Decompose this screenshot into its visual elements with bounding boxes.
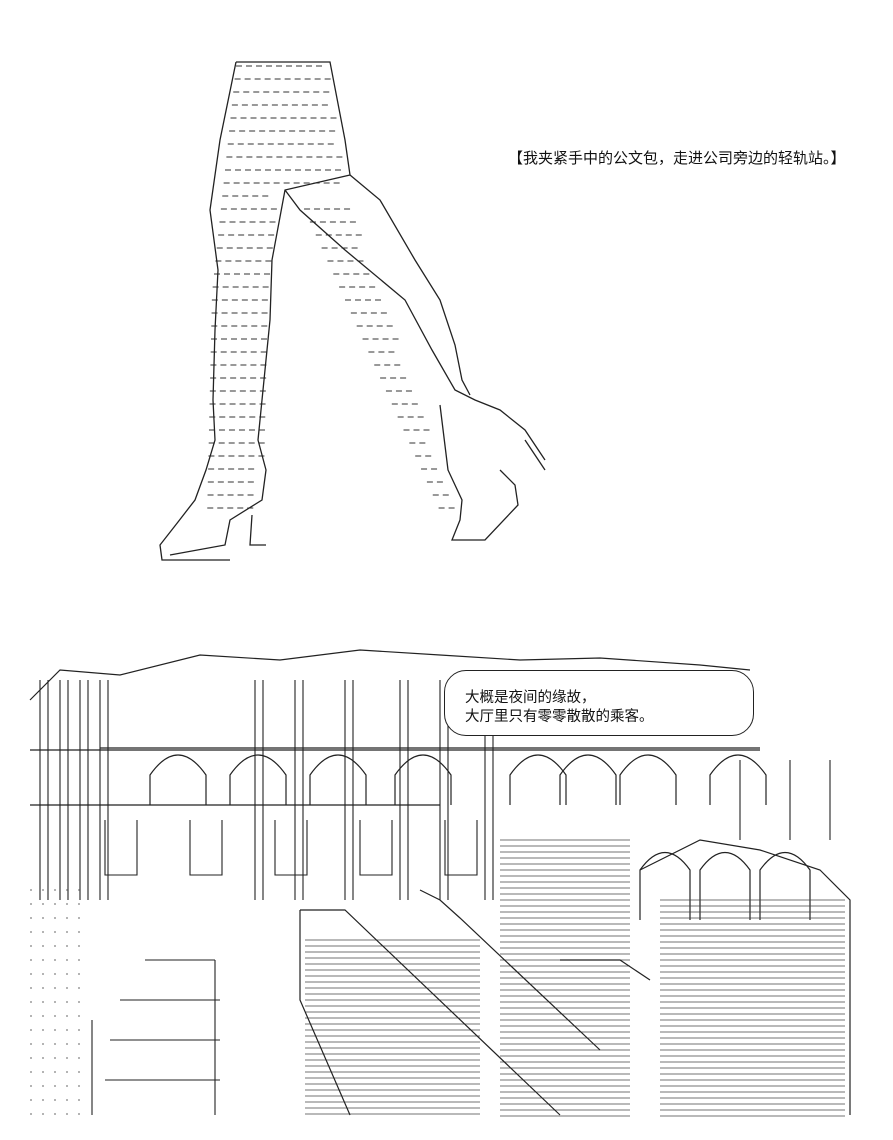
- window: [274, 820, 308, 876]
- legs-outline: [159, 61, 546, 561]
- arch: [639, 852, 691, 920]
- station-escalators: [299, 839, 851, 1116]
- station-windows: [104, 820, 478, 876]
- arch: [149, 754, 207, 805]
- window: [444, 820, 478, 876]
- arch: [229, 754, 287, 805]
- station-ceiling: [29, 649, 760, 806]
- arch: [394, 754, 452, 805]
- arch: [709, 754, 767, 805]
- speech-line-1: 大概是夜间的缘故，: [465, 690, 596, 706]
- arch: [759, 852, 811, 920]
- window: [104, 820, 138, 876]
- station-stairs-left: [91, 959, 220, 1115]
- arch: [509, 754, 567, 805]
- narration-caption: 【我夹紧手中的公文包，走进公司旁边的轻轨站。】: [508, 149, 846, 167]
- speech-line-2: 大厅里只有零零散散的乘客。: [465, 709, 654, 725]
- station-arches: [149, 754, 811, 920]
- station-pillars: [39, 680, 831, 900]
- station-floor-hatching: [30, 839, 845, 1117]
- arch: [619, 754, 677, 805]
- bottom-panel: 大概是夜间的缘故， 大厅里只有零零散散的乘客。: [0, 600, 893, 1140]
- arch: [699, 852, 751, 920]
- station-hall-illustration: [29, 649, 851, 1117]
- legs-illustration: [159, 61, 546, 561]
- top-panel: 【我夹紧手中的公文包，走进公司旁边的轻轨站。】: [159, 61, 846, 561]
- arch: [309, 754, 367, 805]
- window: [189, 820, 223, 876]
- legs-hatching: [207, 65, 455, 509]
- window: [359, 820, 393, 876]
- arch: [559, 754, 617, 805]
- speech-bubble: 大概是夜间的缘故， 大厅里只有零零散散的乘客。: [444, 670, 754, 736]
